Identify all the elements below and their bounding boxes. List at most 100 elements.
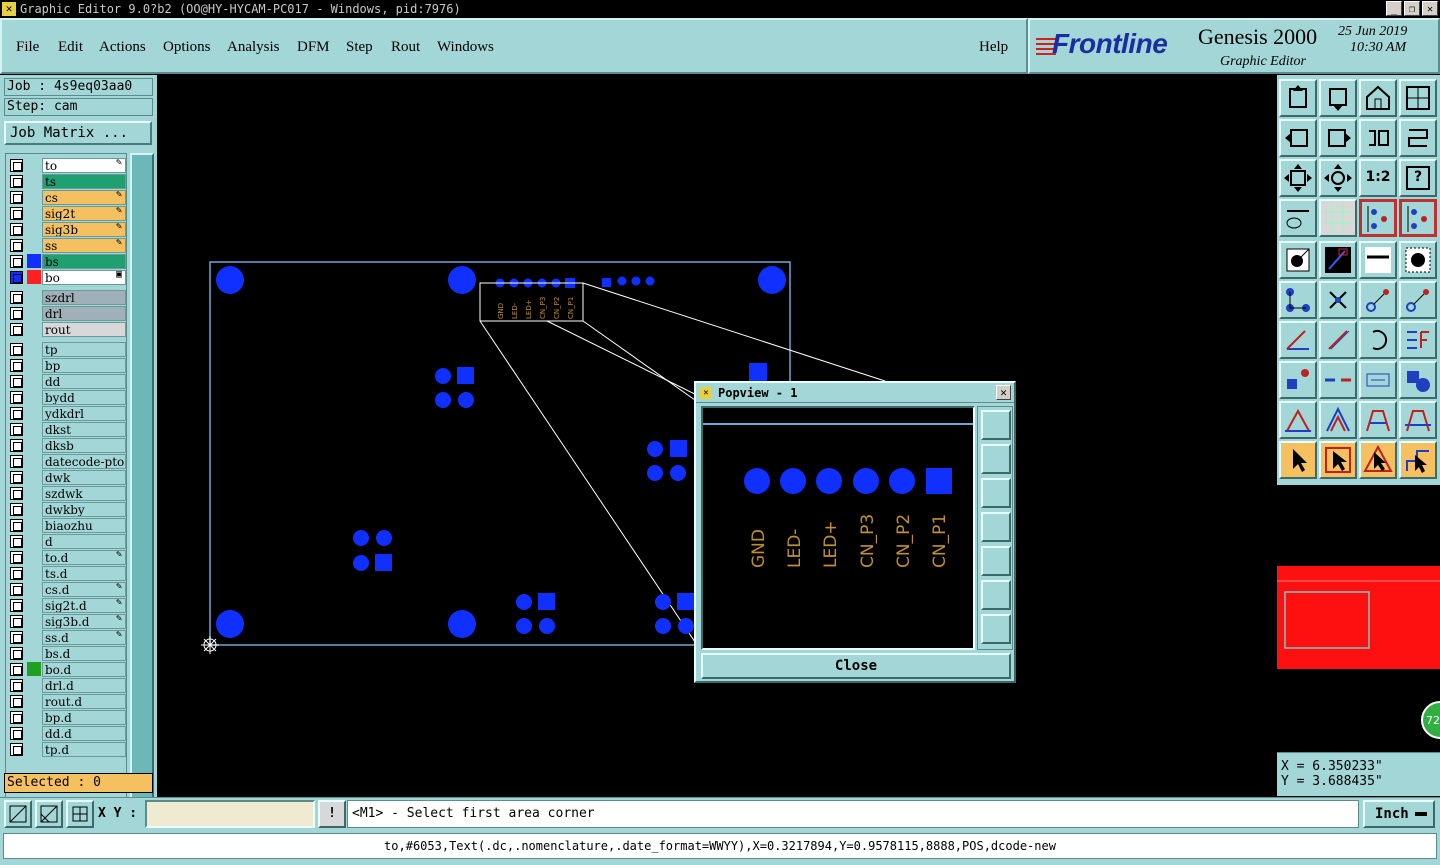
layer-row-dwkby[interactable]: dwkby [8,501,126,517]
layer-row-rout[interactable]: rout [8,321,126,337]
layer-checkbox[interactable] [10,743,23,756]
layer-row-tp[interactable]: tp [8,341,126,357]
layer-checkbox[interactable] [10,615,23,628]
layer-name[interactable]: cs.d [42,582,126,597]
net-button[interactable] [1279,281,1317,319]
layer-checkbox[interactable] [10,175,23,188]
layer-name[interactable]: sig3b.d [42,614,126,629]
snap-center-button[interactable] [1399,199,1437,237]
layer-row-bs[interactable]: bs [8,253,126,269]
layer-checkbox[interactable] [10,375,23,388]
layer-name[interactable]: bo.d [42,662,126,677]
minimize-button[interactable]: _ [1386,1,1402,16]
layer-name[interactable]: dwkby [42,502,126,517]
layer-checkbox[interactable] [10,711,23,724]
arch-alt-button[interactable] [1399,401,1437,439]
layer-name[interactable]: rout [42,322,126,337]
layer-checkbox[interactable] [10,631,23,644]
fanout-button[interactable] [1399,321,1437,359]
cross-button[interactable] [1319,281,1357,319]
layer-row-cs-d[interactable]: cs.d✎ [8,581,126,597]
layer-name[interactable]: rout.d [42,694,126,709]
layer-name[interactable]: biaozhu [42,518,126,533]
layer-row-dkst[interactable]: dkst [8,421,126,437]
layer-row-ss-d[interactable]: ss.d✎ [8,629,126,645]
layer-row-drl[interactable]: drl [8,305,126,321]
layer-name[interactable]: bydd [42,390,126,405]
layer-checkbox[interactable] [10,487,23,500]
popview-window[interactable]: ✕ Popview - 1 ✕ GND LED- LED+ CN_P3 CN_P… [694,381,1016,683]
measure-button[interactable] [1359,241,1397,279]
layer-color-swatch[interactable] [27,254,41,268]
pan-left-button[interactable] [1279,119,1317,157]
warning-icon[interactable]: ! [318,800,346,828]
split-button[interactable] [1319,361,1357,399]
layer-row-tp-d[interactable]: tp.d [8,741,126,757]
dimension-button[interactable] [1359,361,1397,399]
layer-checkbox[interactable] [10,291,23,304]
popview-close-x[interactable]: ✕ [996,385,1011,400]
mirror-button[interactable] [1359,119,1397,157]
rotate-button[interactable] [1359,321,1397,359]
layer-checkbox[interactable] [10,471,23,484]
layer-checkbox[interactable] [10,255,23,268]
zoom-out-button[interactable] [1319,159,1357,197]
layer-name[interactable]: sig2t [42,206,126,221]
layer-checkbox[interactable] [10,207,23,220]
layer-row-to-d[interactable]: to.d✎ [8,549,126,565]
overview-map[interactable]: 72 [1277,485,1440,750]
layer-row-bp-d[interactable]: bp.d [8,709,126,725]
xy-input[interactable] [145,800,315,828]
layer-row-ts-d[interactable]: ts.d [8,565,126,581]
layer-checkbox[interactable] [10,407,23,420]
layer-checkbox[interactable] [10,307,23,320]
layer-name[interactable]: tp [42,342,126,357]
layer-checkbox[interactable] [10,519,23,532]
grid-button[interactable] [1319,199,1357,237]
close-window-button[interactable]: ✕ [1422,1,1438,16]
scale-one-to-two-button[interactable]: 1:2 [1359,159,1397,197]
angle-button[interactable] [1279,321,1317,359]
window-view-button[interactable] [1399,79,1437,117]
layer-name[interactable]: bs [42,254,126,269]
layer-color-swatch[interactable] [27,662,41,676]
layer-name[interactable]: dd [42,374,126,389]
menu-options[interactable]: Options [163,39,211,55]
pan-right-button[interactable] [1319,119,1357,157]
shapes-button[interactable] [1399,361,1437,399]
popview-canvas[interactable]: GND LED- LED+ CN_P3 CN_P2 CN_P1 [701,406,975,650]
layer-name[interactable]: d [42,534,126,549]
layer-checkbox[interactable] [10,551,23,564]
layer-checkbox[interactable] [10,455,23,468]
layer-checkbox[interactable] [10,423,23,436]
overview-viewport[interactable] [1284,591,1370,649]
layer-checkbox[interactable] [10,695,23,708]
popview-title-bar[interactable]: ✕ Popview - 1 [696,383,1014,403]
select-feature-button[interactable] [1279,241,1317,279]
layer-row-to[interactable]: to✎ [8,157,126,173]
layer-row-ss[interactable]: ss✎ [8,237,126,253]
snap-mode-button[interactable] [1359,199,1397,237]
layer-row-biaozhu[interactable]: biaozhu [8,517,126,533]
layer-name[interactable]: sig3b [42,222,126,237]
layer-checkbox[interactable] [10,535,23,548]
home-view-button[interactable] [1359,79,1397,117]
layer-row-szdrl[interactable]: szdrl [8,289,126,305]
layer-name[interactable]: bs.d [42,646,126,661]
layer-checkbox[interactable] [10,359,23,372]
pointer-triangle-button[interactable] [1359,441,1397,479]
layer-name[interactable]: dwk [42,470,126,485]
layer-checkbox[interactable] [10,647,23,660]
connect-button[interactable] [1359,281,1397,319]
help-tool-button[interactable]: ? [1399,159,1437,197]
layer-name[interactable]: dd.d [42,726,126,741]
pan-down-button[interactable] [1319,79,1357,117]
layer-row-dksb[interactable]: dksb [8,437,126,453]
layer-row-sig2t-d[interactable]: sig2t.d✎ [8,597,126,613]
layer-name[interactable]: datecode-pto [42,454,126,469]
layer-name[interactable]: tp.d [42,742,126,757]
layer-name[interactable]: ts.d [42,566,126,581]
layer-name[interactable]: ss.d [42,630,126,645]
layer-name[interactable]: to [42,158,126,173]
layer-row-ts[interactable]: ts [8,173,126,189]
